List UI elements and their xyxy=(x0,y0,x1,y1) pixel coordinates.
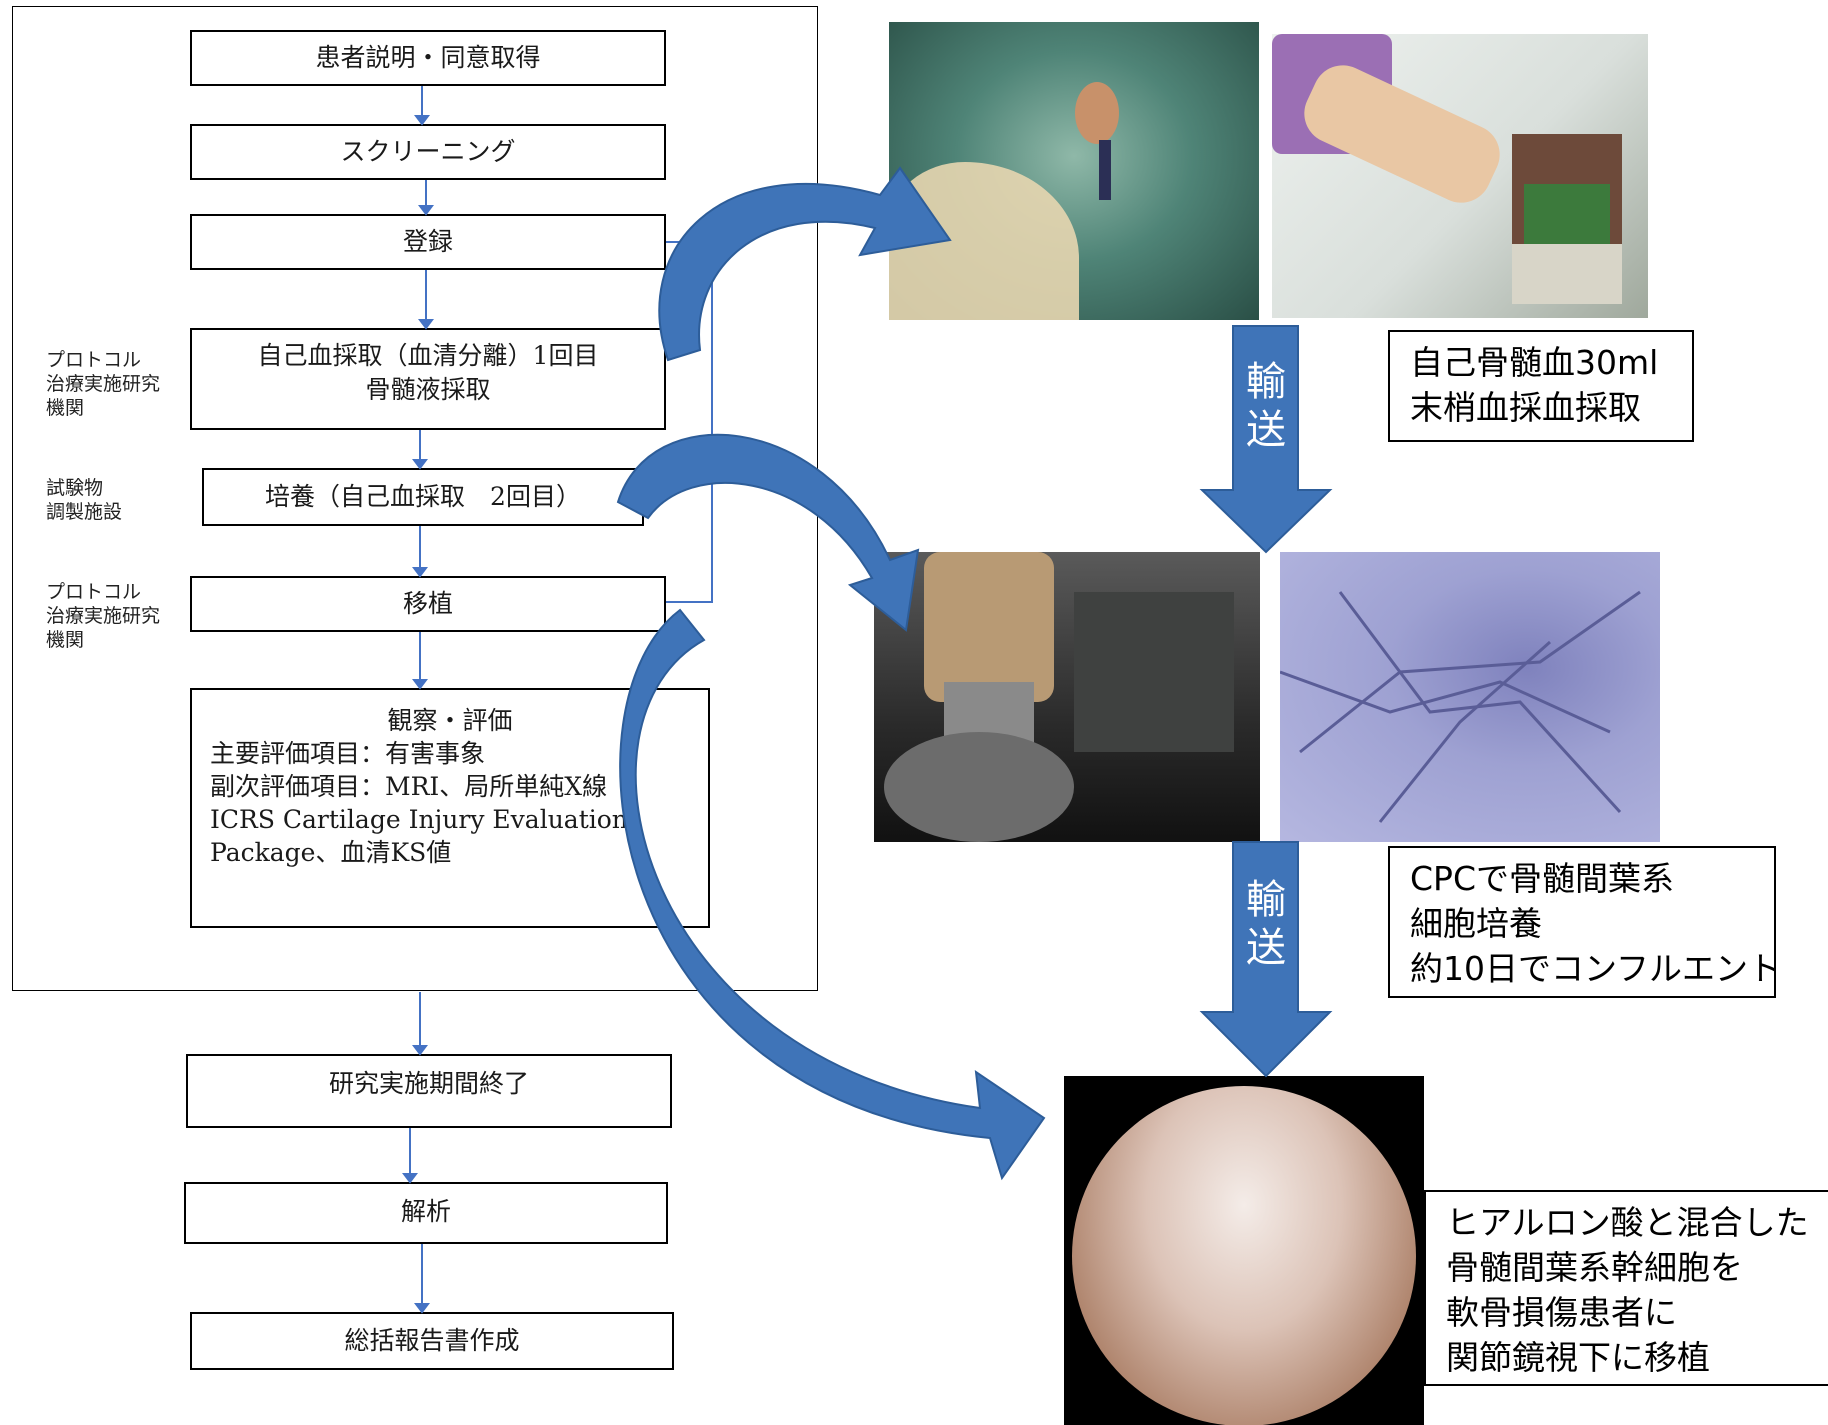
analysis-step: 解析 xyxy=(184,1182,668,1244)
harvest-caption: 自己骨髄血30ml 末梢血採血採取 xyxy=(1388,330,1694,442)
transport-label-1: 輸 送 xyxy=(1246,359,1286,453)
study-end-step: 研究実施期間終了 xyxy=(186,1054,672,1128)
culture-label: 培養（自己血採取 2回目） xyxy=(265,482,581,511)
consent-label: 患者説明・同意取得 xyxy=(315,43,541,72)
curved-arrow-to-cpc xyxy=(616,433,920,632)
consent-step: 患者説明・同意取得 xyxy=(190,30,666,86)
transport-arrow-2 xyxy=(1199,841,1333,1078)
report-step: 総括報告書作成 xyxy=(190,1312,674,1370)
package-line: Package、血清KS値 xyxy=(210,838,452,867)
transplant-caption: ヒアルロン酸と混合した 骨髄間葉系幹細胞を 軟骨損傷患者に 関節鏡視下に移植 xyxy=(1424,1190,1828,1386)
study-end-label: 研究実施期間終了 xyxy=(328,1069,529,1098)
transport-arrow-1 xyxy=(1199,325,1333,554)
blood-collection-label: 自己血採取（血清分離）1回目 xyxy=(257,341,599,370)
icrs-line: ICRS Cartilage Injury Evaluation xyxy=(210,805,628,834)
cell-pattern xyxy=(1280,590,1641,823)
peripheral-blood-collection-photo xyxy=(1272,34,1648,318)
protocol-institution-label-2: プロトコル 治療実施研究 機関 xyxy=(46,581,161,651)
registration-step: 登録 xyxy=(190,214,666,270)
screening-step: スクリーニング xyxy=(190,124,666,180)
report-label: 総括報告書作成 xyxy=(344,1326,520,1355)
curved-arrow-to-transplant xyxy=(619,608,1046,1181)
culture-caption: CPCで骨髄間葉系 細胞培養 約10日でコンフルエント xyxy=(1388,846,1781,998)
arthroscopic-view-photo xyxy=(1064,1076,1424,1425)
transport-label-2: 輸 送 xyxy=(1246,877,1286,971)
registration-label: 登録 xyxy=(402,227,453,256)
bone-marrow-label: 骨髄液採取 xyxy=(365,375,491,404)
protocol-institution-label-1: プロトコル 治療実施研究 機関 xyxy=(46,349,161,419)
transplant-step: 移植 xyxy=(190,576,666,632)
analysis-label: 解析 xyxy=(400,1197,451,1226)
secondary-endpoint: 副次評価項目：MRI、局所単純X線 xyxy=(210,772,608,801)
blood-collection-step: 自己血採取（血清分離）1回目 骨髄液採取 xyxy=(190,328,666,430)
observation-title: 観察・評価 xyxy=(387,706,513,735)
cpc-culture-equipment-photo xyxy=(874,552,1260,842)
curved-arrow-to-harvest xyxy=(658,166,952,362)
test-facility-label: 試験物 調製施設 xyxy=(46,477,123,523)
culture-step: 培養（自己血採取 2回目） xyxy=(202,468,644,526)
primary-endpoint: 主要評価項目：有害事象 xyxy=(210,739,486,768)
screening-label: スクリーニング xyxy=(340,137,516,166)
transplant-label: 移植 xyxy=(402,589,453,618)
mesenchymal-cell-micrograph xyxy=(1280,552,1660,842)
